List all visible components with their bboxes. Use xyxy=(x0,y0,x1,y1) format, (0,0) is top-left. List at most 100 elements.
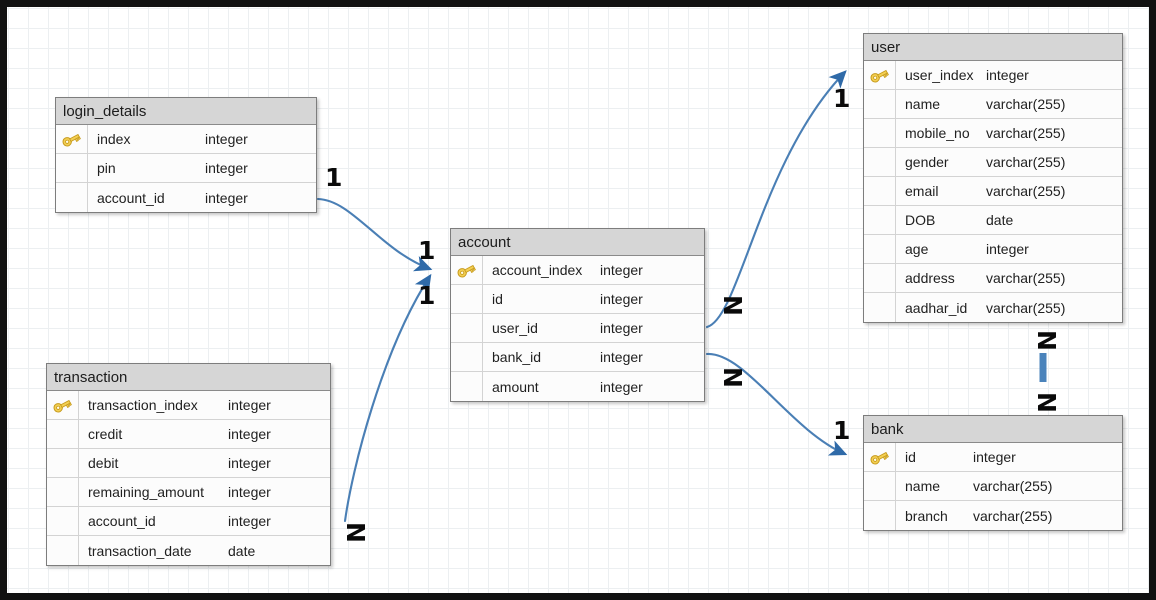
entity-title-transaction: transaction xyxy=(47,364,330,391)
cardinality-label-user-bank-to: N xyxy=(1031,392,1061,413)
field-type: varchar(255) xyxy=(986,183,1066,199)
entity-title-login_details: login_details xyxy=(56,98,316,125)
field-type: integer xyxy=(228,513,271,529)
field-name: index xyxy=(97,131,131,147)
key-cell-empty xyxy=(47,536,79,565)
key-cell-empty xyxy=(864,235,896,263)
edge-login_details-account xyxy=(316,197,433,272)
field-type: varchar(255) xyxy=(986,125,1066,141)
key-cell-empty xyxy=(451,314,483,342)
field-name: mobile_no xyxy=(905,125,970,141)
field-name: id xyxy=(492,291,503,307)
field-row[interactable]: account_index integer xyxy=(451,256,704,285)
key-cell-empty xyxy=(864,293,896,322)
field-name: aadhar_id xyxy=(905,299,968,316)
field-name: transaction_index xyxy=(88,397,198,413)
edge-transaction-account xyxy=(343,273,432,523)
field-row[interactable]: gender varchar(255) xyxy=(864,148,1122,177)
field-type: integer xyxy=(205,131,248,147)
field-row[interactable]: index integer xyxy=(56,125,316,154)
field-name: bank_id xyxy=(492,349,542,365)
key-cell-empty xyxy=(864,264,896,292)
key-cell-empty xyxy=(451,285,483,313)
field-type: integer xyxy=(973,449,1016,465)
field-type: integer xyxy=(600,349,643,365)
key-cell-empty xyxy=(56,183,88,212)
key-cell-empty xyxy=(47,507,79,535)
cardinality-label-account-bank-from: N xyxy=(717,367,747,388)
field-name: name xyxy=(905,96,941,112)
field-row[interactable]: DOB date xyxy=(864,206,1122,235)
cardinality-label-transaction-account-from: N xyxy=(340,522,370,543)
field-name: name xyxy=(905,478,941,494)
field-row[interactable]: name varchar(255) xyxy=(864,90,1122,119)
key-cell-empty xyxy=(864,177,896,205)
entity-title-bank: bank xyxy=(864,416,1122,443)
primary-key-icon xyxy=(56,125,88,153)
field-row[interactable]: user_id integer xyxy=(451,314,704,343)
key-cell-empty xyxy=(451,372,483,401)
key-cell-empty xyxy=(864,90,896,118)
key-cell-empty xyxy=(864,501,896,530)
field-type: integer xyxy=(600,378,643,395)
field-row[interactable]: id integer xyxy=(864,443,1122,472)
field-name: DOB xyxy=(905,212,936,228)
cardinality-label-account-bank-to: 1 xyxy=(833,416,851,445)
field-row[interactable]: address varchar(255) xyxy=(864,264,1122,293)
field-type: varchar(255) xyxy=(986,154,1066,170)
field-row[interactable]: amount integer xyxy=(451,372,704,401)
edge-account-bank xyxy=(705,352,848,456)
field-type: integer xyxy=(600,262,643,278)
field-name: debit xyxy=(88,455,119,471)
cardinality-label-account-user-to: 1 xyxy=(833,84,851,113)
field-type: integer xyxy=(600,291,643,307)
key-cell-empty xyxy=(864,206,896,234)
field-row[interactable]: transaction_date date xyxy=(47,536,330,565)
key-cell-empty xyxy=(451,343,483,371)
primary-key-icon xyxy=(864,61,896,89)
field-type: integer xyxy=(600,320,643,336)
edge-account-user xyxy=(705,70,847,329)
field-type: date xyxy=(228,542,256,559)
field-name: address xyxy=(905,270,955,286)
cardinality-label-transaction-account-to: 1 xyxy=(418,281,436,310)
field-name: amount xyxy=(492,378,539,395)
field-type: varchar(255) xyxy=(973,507,1053,524)
field-name: user_id xyxy=(492,320,538,336)
field-type: integer xyxy=(228,484,271,500)
key-cell-empty xyxy=(47,478,79,506)
field-type: integer xyxy=(205,160,248,176)
field-type: integer xyxy=(986,67,1029,83)
field-type: date xyxy=(986,212,1014,228)
key-cell-empty xyxy=(864,472,896,500)
field-name: id xyxy=(905,449,916,465)
field-name: credit xyxy=(88,426,123,442)
field-name: gender xyxy=(905,154,949,170)
field-row[interactable]: bank_id integer xyxy=(451,343,704,372)
field-type: varchar(255) xyxy=(986,96,1066,112)
field-type: integer xyxy=(228,455,271,471)
field-name: transaction_date xyxy=(88,542,192,559)
field-row[interactable]: id integer xyxy=(451,285,704,314)
field-type: varchar(255) xyxy=(986,270,1066,286)
field-name: account_index xyxy=(492,262,583,278)
field-row[interactable]: debit integer xyxy=(47,449,330,478)
field-row[interactable]: mobile_no varchar(255) xyxy=(864,119,1122,148)
